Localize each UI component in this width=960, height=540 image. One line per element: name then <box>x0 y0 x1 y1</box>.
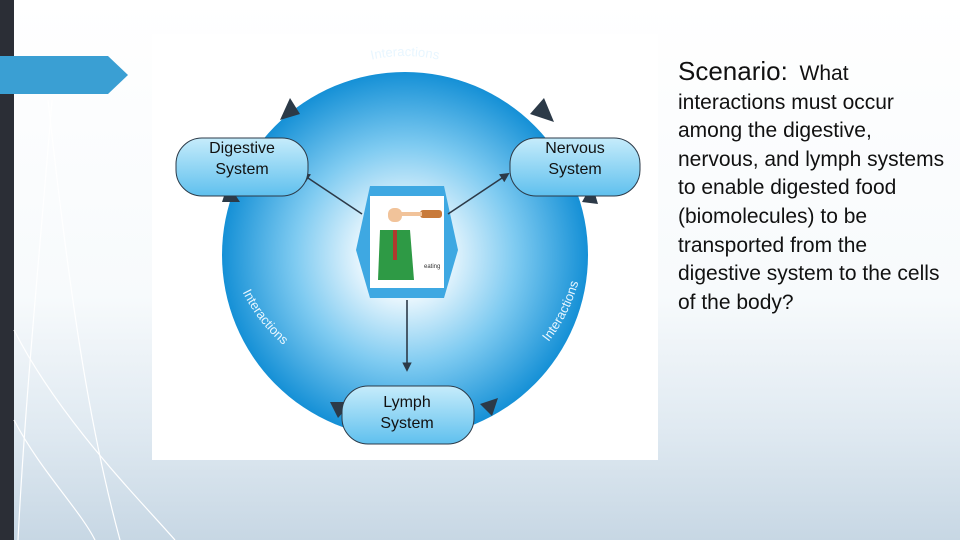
digestive-system-node <box>175 137 309 197</box>
perimeter-arrow-bottom-right <box>480 398 498 416</box>
lymph-system-label: Lymph System <box>380 394 434 432</box>
lymph-system-node <box>341 385 475 445</box>
arc-label-top: Interactions <box>369 44 441 63</box>
scenario-text: Scenario: What interactions must occur a… <box>678 57 948 317</box>
person-eating-icon <box>378 208 442 280</box>
slide-left-bar <box>0 0 14 540</box>
perimeter-arrow-top-right <box>530 98 554 122</box>
arrow-to-nervous <box>447 172 510 215</box>
nervous-system-label: Nervous System <box>545 140 605 178</box>
accent-arrow-tab <box>0 56 128 94</box>
scenario-heading: Scenario: <box>678 56 788 86</box>
digestive-system-label: Digestive System <box>209 140 275 178</box>
arrow-to-digestive <box>300 172 363 215</box>
eating-caption: eating <box>424 264 440 270</box>
nervous-system-node <box>509 137 641 197</box>
diagram-panel: Interactions Interactions Interactions e… <box>152 34 658 460</box>
scenario-body: interactions must occur among the digest… <box>678 90 945 314</box>
scenario-lead-word: What <box>799 62 849 85</box>
systems-interaction-diagram: Interactions Interactions Interactions e… <box>175 44 641 445</box>
perimeter-arrow-top-left <box>280 98 300 120</box>
